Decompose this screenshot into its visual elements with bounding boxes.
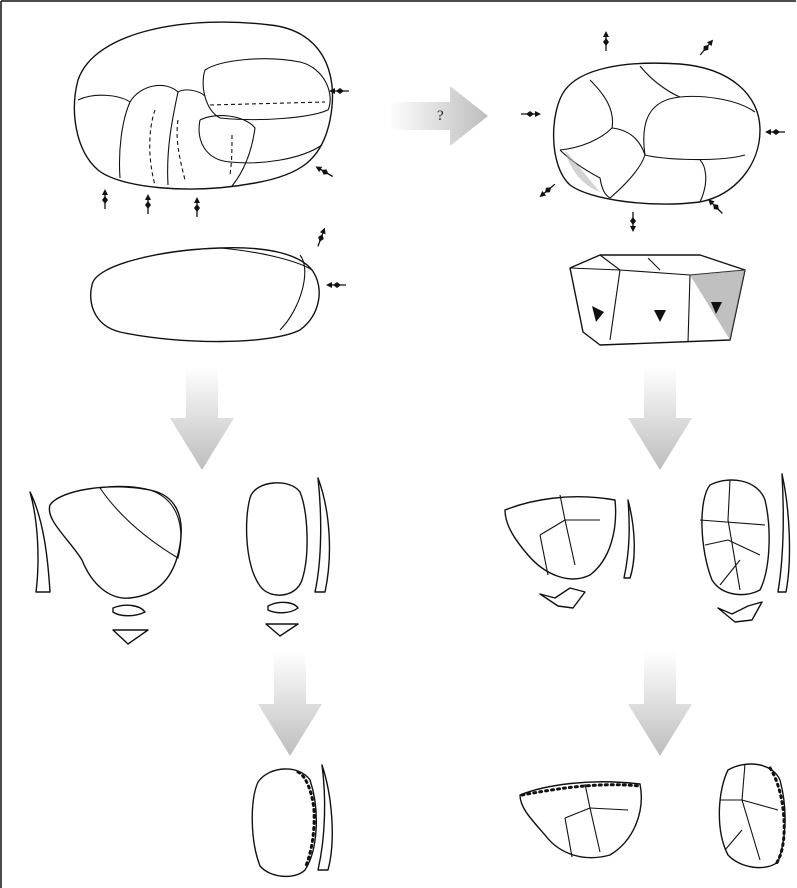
striking-points-left-core [102,88,349,217]
scraper-left-retouched [252,765,332,876]
transition-question-mark: ? [437,108,444,124]
scraper-right-triangular-retouched [520,782,641,858]
scraper-right-elongated-retouched [719,764,785,868]
blade-rectangular [700,474,789,622]
core-left-profile [91,227,346,342]
flake-levallois-elongated [247,478,330,636]
down-arrow-left-second [258,652,322,756]
down-arrow-right-second [628,652,692,756]
down-arrow-right [628,366,692,470]
down-arrow-left [170,366,234,470]
core-right-profile [570,255,745,345]
transition-arrow: ? [388,86,488,146]
core-right-top-view [554,63,760,204]
blade-triangular [505,495,634,608]
flake-levallois-large [30,486,181,644]
striking-points-right-core [521,31,785,232]
core-left-top-view [74,22,332,189]
